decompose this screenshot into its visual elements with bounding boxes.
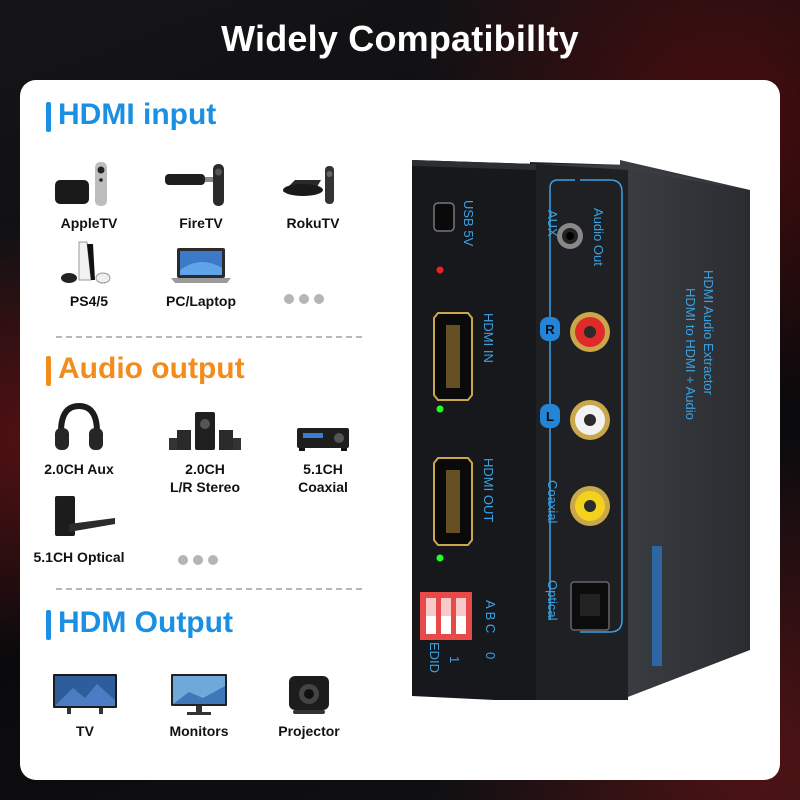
list-item: PS4/5 [34, 240, 144, 310]
list-item: RokuTV [258, 162, 368, 232]
page-title: Widely Compatibillty [221, 18, 579, 59]
list-item: Projector [254, 670, 364, 740]
roku-box-icon [258, 162, 368, 208]
device-side-panel [620, 160, 750, 700]
monitor-icon [144, 670, 254, 716]
list-item: 2.0CH Aux [24, 400, 134, 478]
power-led [436, 266, 444, 274]
laptop-icon [146, 240, 256, 286]
more-indicator [284, 294, 324, 304]
edid-label: EDID [427, 642, 442, 673]
list-item: AppleTV [34, 162, 144, 232]
side-label-strip [652, 546, 662, 666]
list-item: FireTV [146, 162, 256, 232]
hdmi-out-led [436, 554, 444, 562]
section-divider [56, 336, 362, 338]
list-item: PC/Laptop [146, 240, 256, 310]
audio-out-label: Audio Out [591, 208, 606, 266]
list-item: 5.1CH Optical [24, 492, 134, 566]
speaker-set-icon [150, 408, 260, 454]
projector-icon [254, 670, 364, 716]
tv-icon [30, 670, 140, 716]
section-title-audio-output: Audio output [58, 352, 245, 385]
fire-tv-stick-icon [146, 162, 256, 208]
section-title-hdmi-input: HDMI input [58, 98, 217, 131]
l-badge-label: L [546, 409, 554, 424]
more-indicator [178, 555, 218, 565]
r-badge [540, 317, 560, 341]
av-receiver-icon [268, 408, 378, 454]
usb-port [433, 202, 455, 232]
section-title-hdmi-output: HDM Output [58, 606, 233, 639]
optical-label: Optical [545, 580, 560, 621]
list-item: TV [30, 670, 140, 740]
brand-subtitle: HDMI to HDMI + Audio [683, 288, 698, 420]
brand-title: HDMI Audio Extractor [701, 270, 716, 396]
section-accent-bar [46, 356, 51, 386]
headphones-icon [24, 400, 134, 454]
hdmi-in-led [436, 405, 444, 413]
aux-label: AUX [545, 210, 560, 237]
device-hdmi-face [412, 160, 536, 700]
section-accent-bar [46, 610, 51, 640]
section-accent-bar [46, 102, 51, 132]
usb-port-label: USB 5V [461, 200, 476, 247]
section-divider [56, 588, 362, 590]
hdmi-in-label: HDMI IN [481, 313, 496, 363]
hdmi-out-label: HDMI OUT [481, 458, 496, 522]
list-item: Monitors [144, 670, 254, 740]
edid-zero-label: 0 [483, 652, 498, 659]
edid-one-label: 1 [447, 656, 462, 663]
coaxial-label: Coaxial [545, 480, 560, 523]
r-badge-label: R [545, 322, 555, 337]
hdmi-audio-extractor-device: USB 5V HDMI IN HDMI OUT EDID A B C 0 1 A… [412, 160, 750, 700]
l-badge [540, 404, 560, 428]
apple-tv-icon [34, 162, 144, 208]
soundbar-icon [24, 492, 134, 542]
edid-abc-label: A B C [483, 600, 498, 633]
playstation-icon [34, 240, 144, 286]
